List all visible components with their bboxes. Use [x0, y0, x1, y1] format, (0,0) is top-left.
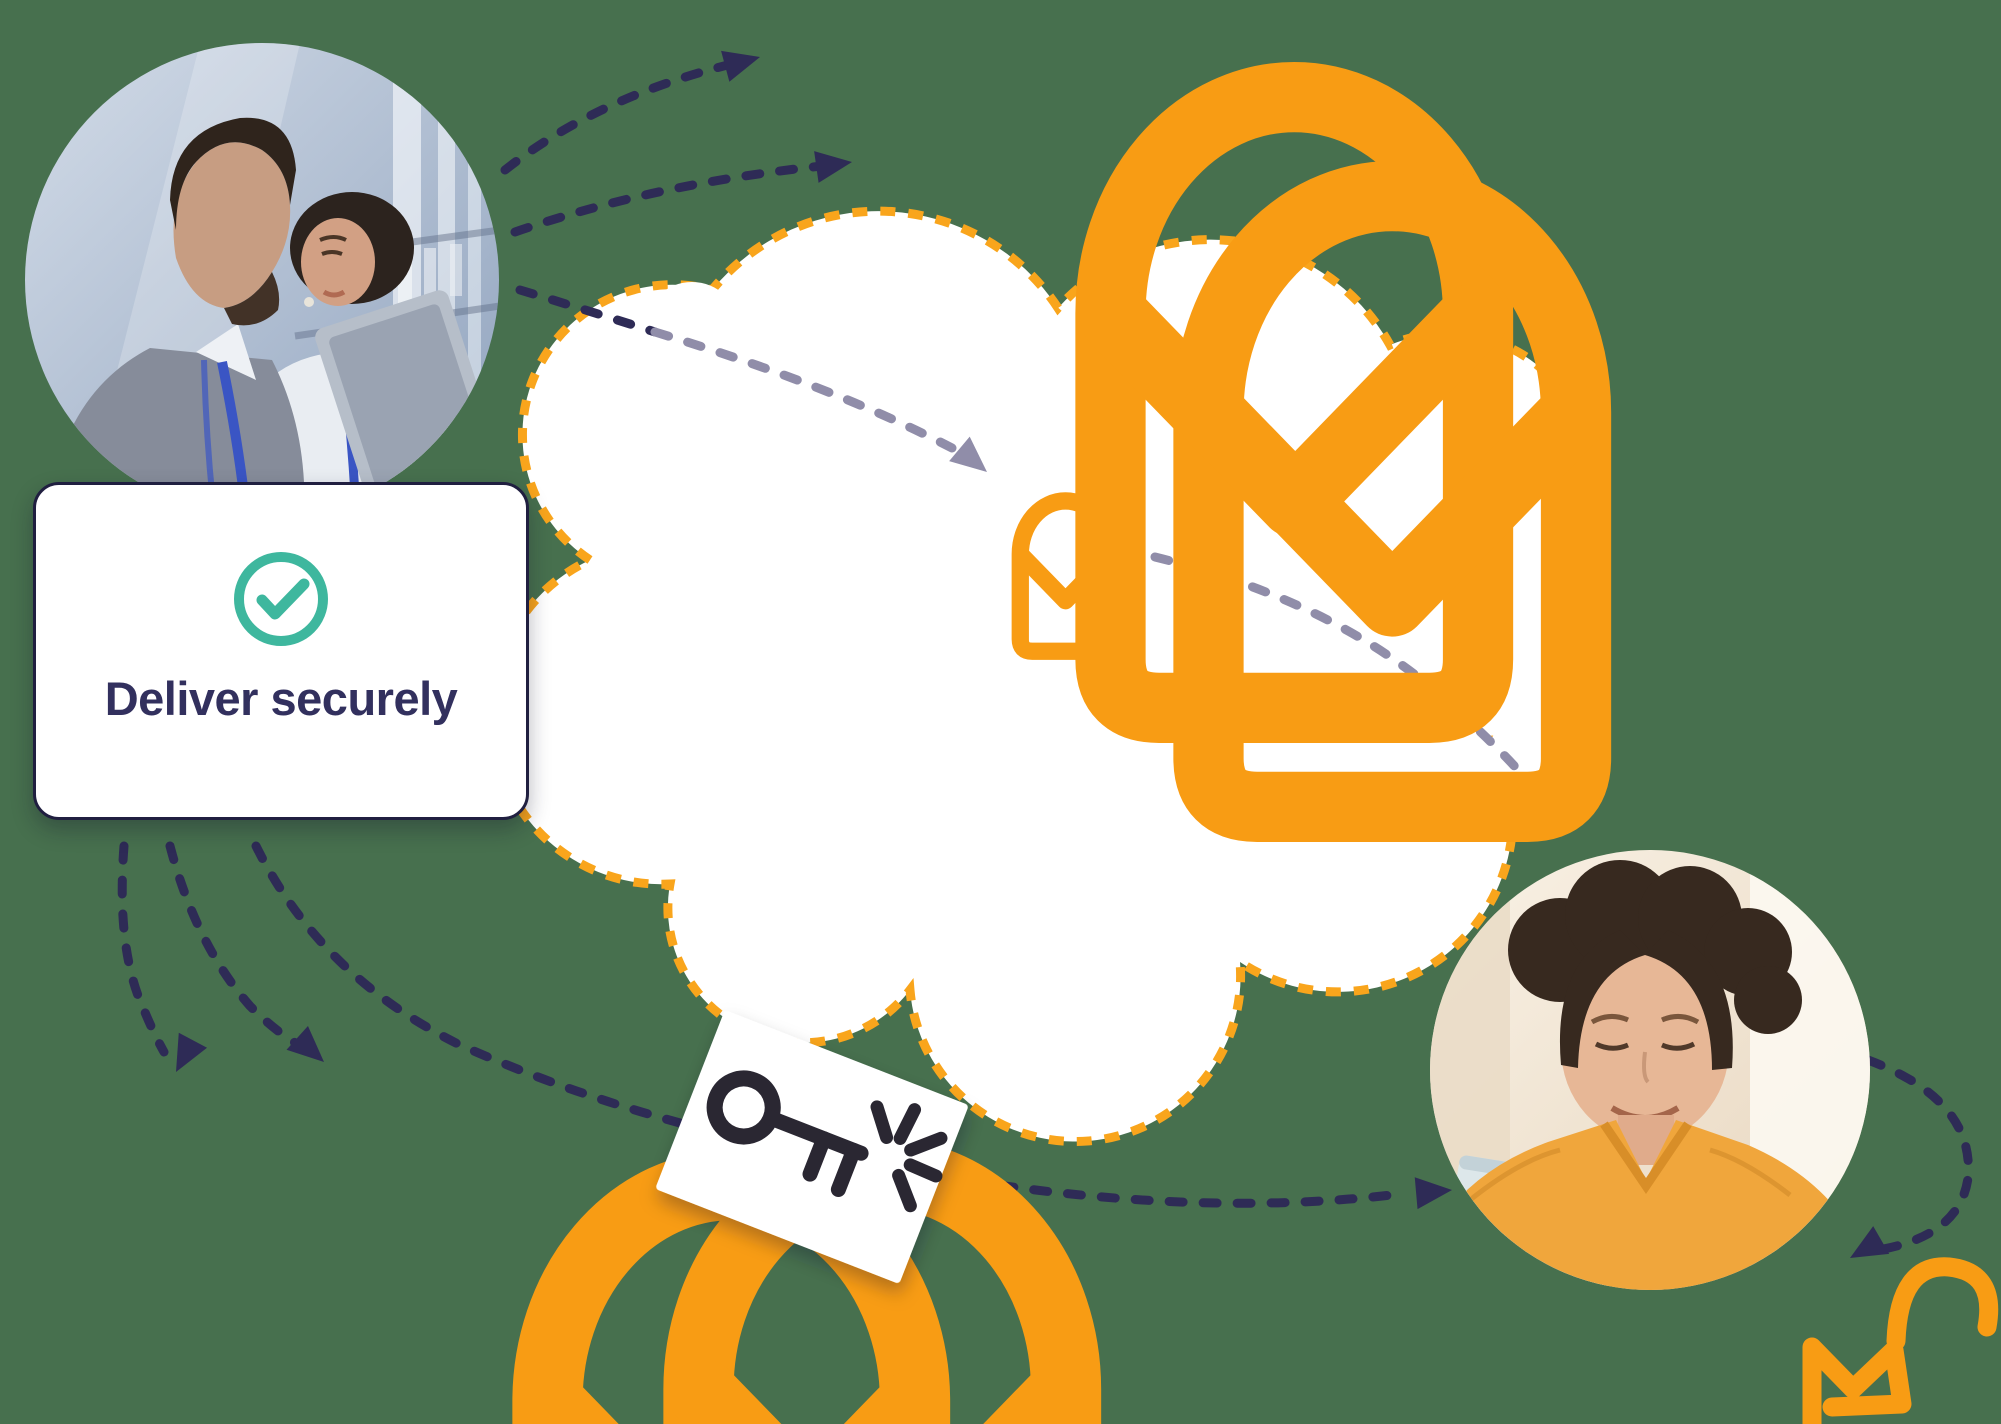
check-circle-icon	[234, 552, 328, 646]
encryption-key-card	[656, 1011, 968, 1283]
arrow-into-cloud	[515, 285, 987, 472]
deliver-card-label: Deliver securely	[104, 672, 458, 725]
arrowhead-icon	[176, 1032, 208, 1072]
arrow-to-mail-top-1	[500, 50, 760, 175]
arrow-to-mail-bottom-2	[165, 841, 324, 1062]
deliver-securely-card: Deliver securely	[33, 482, 529, 820]
sender-photo	[25, 43, 499, 517]
yellow-sweater	[1430, 1120, 1870, 1290]
recipient-woman-figure	[1508, 860, 1802, 1165]
key-icon	[706, 1070, 869, 1197]
arrowhead-icon	[286, 1026, 324, 1062]
arrowhead-icon	[721, 50, 760, 82]
protonmail-logo-opened-icon	[1802, 1257, 1999, 1424]
spark-burst-icon	[870, 1100, 948, 1213]
arrowhead-icon	[1850, 1226, 1890, 1258]
arrowhead-icon	[814, 151, 852, 183]
arrow-to-mail-bottom-1	[117, 841, 208, 1072]
arrow-to-mail-top-2	[510, 151, 852, 237]
arrowhead-icon	[949, 436, 987, 472]
arrow-to-opened-mail	[1850, 1055, 1973, 1258]
arrowhead-icon	[1414, 1177, 1452, 1210]
